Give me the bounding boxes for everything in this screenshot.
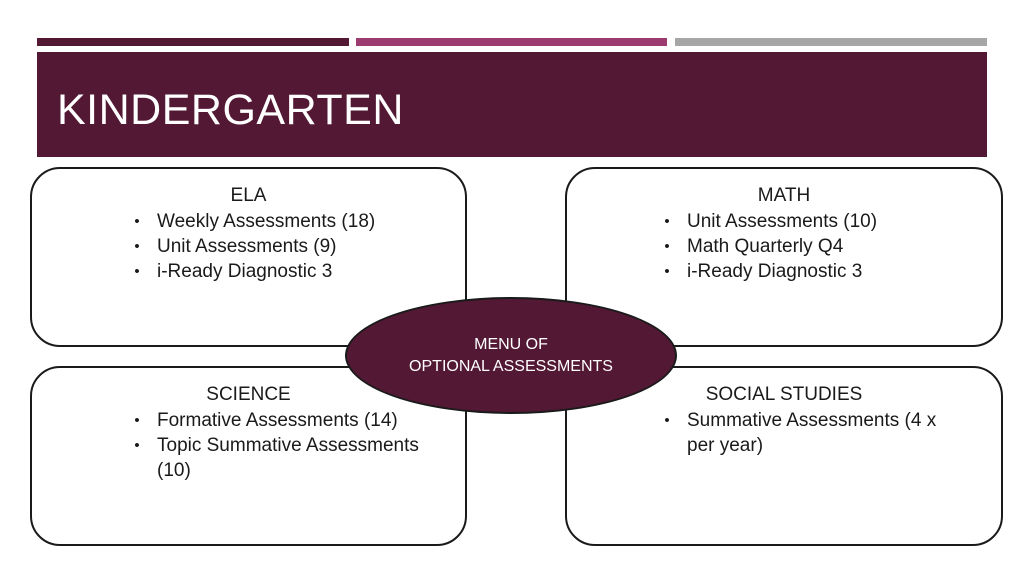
social-studies-title: SOCIAL STUDIES [705, 384, 863, 405]
list-item: •Unit Assessments (9) [127, 234, 457, 259]
list-item: •i-Ready Diagnostic 3 [657, 259, 987, 284]
center-oval: MENU OF OPTIONAL ASSESSMENTS [345, 297, 677, 414]
list-item: •Formative Assessments (14) [127, 408, 427, 433]
ela-box: ELA •Weekly Assessments (18) •Unit Asses… [30, 167, 467, 347]
bullet-icon: • [664, 238, 670, 255]
accent-bar-middle [356, 38, 667, 46]
ela-list: •Weekly Assessments (18) •Unit Assessmen… [127, 209, 457, 284]
science-title: SCIENCE [206, 384, 291, 405]
list-item: •i-Ready Diagnostic 3 [127, 259, 457, 284]
ela-title: ELA [230, 185, 267, 206]
bullet-icon: • [134, 213, 140, 230]
bullet-icon: • [134, 238, 140, 255]
list-item: •Summative Assessments (4 x per year) [657, 408, 957, 458]
list-item: •Topic Summative Assessments (10) [127, 433, 427, 483]
accent-bar-right [675, 38, 987, 46]
title-banner: KINDERGARTEN [37, 52, 987, 157]
accent-bar-left [37, 38, 349, 46]
center-label-line2: OPTIONAL ASSESSMENTS [409, 357, 613, 375]
math-list: •Unit Assessments (10) •Math Quarterly Q… [657, 209, 987, 284]
bullet-icon: • [134, 412, 140, 429]
list-item: •Weekly Assessments (18) [127, 209, 457, 234]
slide-title: KINDERGARTEN [57, 86, 404, 134]
bullet-icon: • [664, 412, 670, 429]
math-title: MATH [757, 185, 811, 206]
center-label-line1: MENU OF [474, 335, 548, 353]
bullet-icon: • [664, 213, 670, 230]
bullet-icon: • [134, 437, 140, 454]
bullet-icon: • [134, 263, 140, 280]
bullet-icon: • [664, 263, 670, 280]
list-item: •Unit Assessments (10) [657, 209, 987, 234]
social-studies-list: •Summative Assessments (4 x per year) [657, 408, 957, 458]
social-studies-box: SOCIAL STUDIES •Summative Assessments (4… [565, 366, 1003, 546]
science-list: •Formative Assessments (14) •Topic Summa… [127, 408, 427, 483]
list-item: •Math Quarterly Q4 [657, 234, 987, 259]
